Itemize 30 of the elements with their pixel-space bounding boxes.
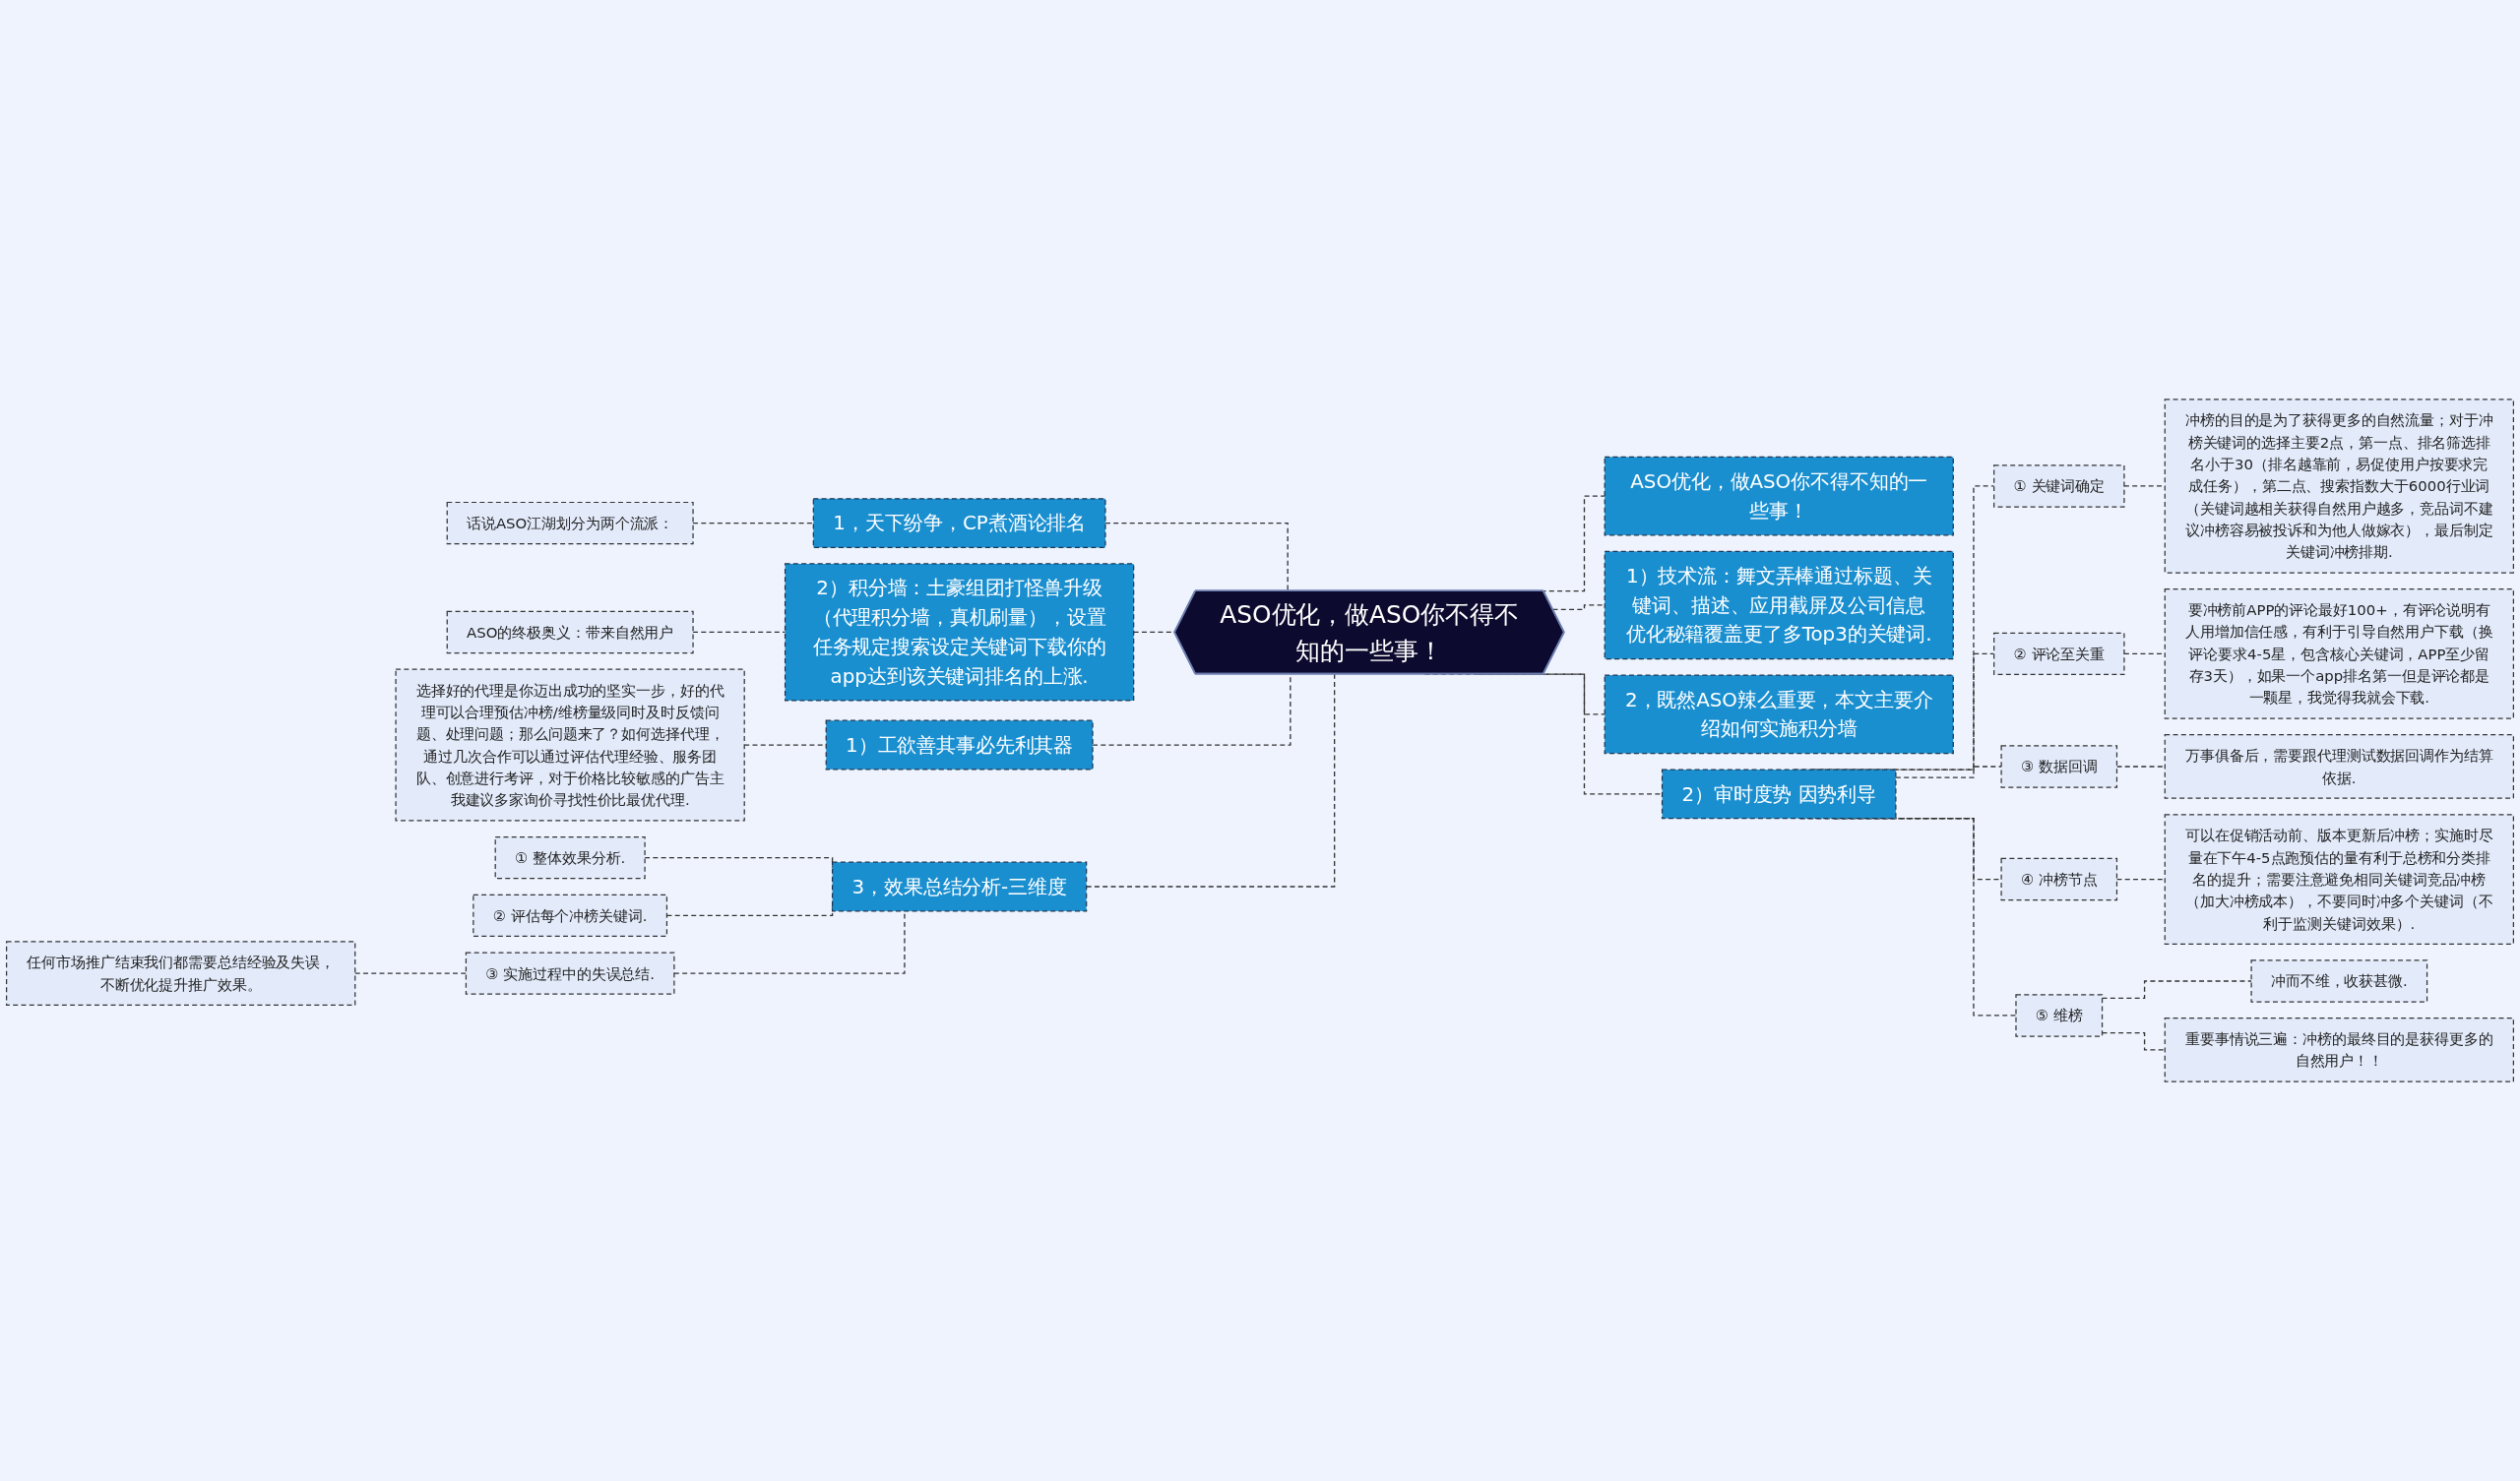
node-box: 万事俱备后，需要跟代理测试数据回调作为结算依据. (2164, 734, 2514, 799)
node-box: 1，天下纷争，CP煮酒论排名 (812, 498, 1106, 549)
node-box: 1）技术流：舞文弄棒通过标题、关键词、描述、应用截屏及公司信息优化秘籍覆盖更了多Top3的关键词. (1604, 550, 1954, 660)
node-box: 3，效果总结分析-三维度 (831, 861, 1088, 912)
node-box: ③ 数据回调 (2000, 745, 2118, 788)
node-box: 2）审时度势 因势利导 (1661, 769, 1897, 820)
connector (1104, 522, 1289, 592)
node-box: 选择好的代理是你迈出成功的坚实一步，好的代理可以合理预估冲榜/维榜量级同时及时反馈问题、处理问题；那么问题来了？如何选择代理，通过几次合作可以通过评估代理经验、服务团队、创意进行考评，对于价格比较敏感的广告主我建议多家询价寻找性价比最优代理. (395, 668, 745, 822)
node-box: ASO的终极奥义：带来自然用户 (446, 610, 694, 654)
node-box: 要冲榜前APP的评论最好100+，有评论说明有人用增加信任感，有利于引导自然用户下载（换评论要求4-5星，包含核心关键词，APP至少留存3天），如果一个app排名第一但是评论都是一颗星，我觉得我就会下载. (2164, 588, 2514, 719)
node-box: 1）工欲善其事必先利其器 (825, 719, 1094, 771)
connector (1086, 673, 1336, 888)
node-box: 2）积分墙：土豪组团打怪兽升级（代理积分墙，真机刷量），设置任务规定搜索设定关键词下载你的app达到该关键词排名的上涨. (784, 563, 1135, 702)
node-box: ⑤ 维榜 (2015, 994, 2104, 1037)
node-box: ③ 实施过程中的失误总结. (465, 952, 675, 995)
node-box: ① 关键词确定 (1993, 464, 2125, 508)
node-box: 重要事情说三遍：冲榜的最终目的是获得更多的自然用户！！ (2164, 1018, 2514, 1082)
connector (692, 631, 787, 634)
node-box: 2，既然ASO辣么重要，本文主要介绍如何实施积分墙 (1604, 674, 1954, 755)
node-box: ASO优化，做ASO你不得不知的一些事！ (1604, 456, 1954, 536)
node-box: 可以在促销活动前、版本更新后冲榜；实施时尽量在下午4-5点跑预估的量有利于总榜和分类排名的提升；需要注意避免相同关键词竞品冲榜（加大冲榜成本），不要同时冲多个关键词（不利于监测关键词效果）. (2164, 814, 2514, 945)
node-box: 冲而不维，收获甚微. (2250, 959, 2428, 1003)
node-box: ④ 冲榜节点 (2000, 857, 2118, 901)
node-box: 话说ASO江湖划分为两个流派： (446, 501, 694, 545)
node-box: 冲榜的目的是为了获得更多的自然流量；对于冲榜关键词的选择主要2点，第一点、排名筛选排名小于30（排名越靠前，易促使用户按要求完成任务），第二点、搜索指数大于6000行业词（关键词越相关获得自然用户越多，竞品词不建议冲榜容易被投诉和为他人做嫁衣），最后制定关键词冲榜排期. (2164, 399, 2514, 574)
node-box: 任何市场推广结束我们都需要总结经验及失误，不断优化提升推广效果。 (6, 941, 356, 1006)
connector (1895, 766, 2002, 778)
node-box: ② 评估每个冲榜关键词. (472, 894, 668, 938)
node-box: ② 评论至关重 (1993, 632, 2125, 676)
node-box: ① 整体效果分析. (494, 835, 646, 880)
